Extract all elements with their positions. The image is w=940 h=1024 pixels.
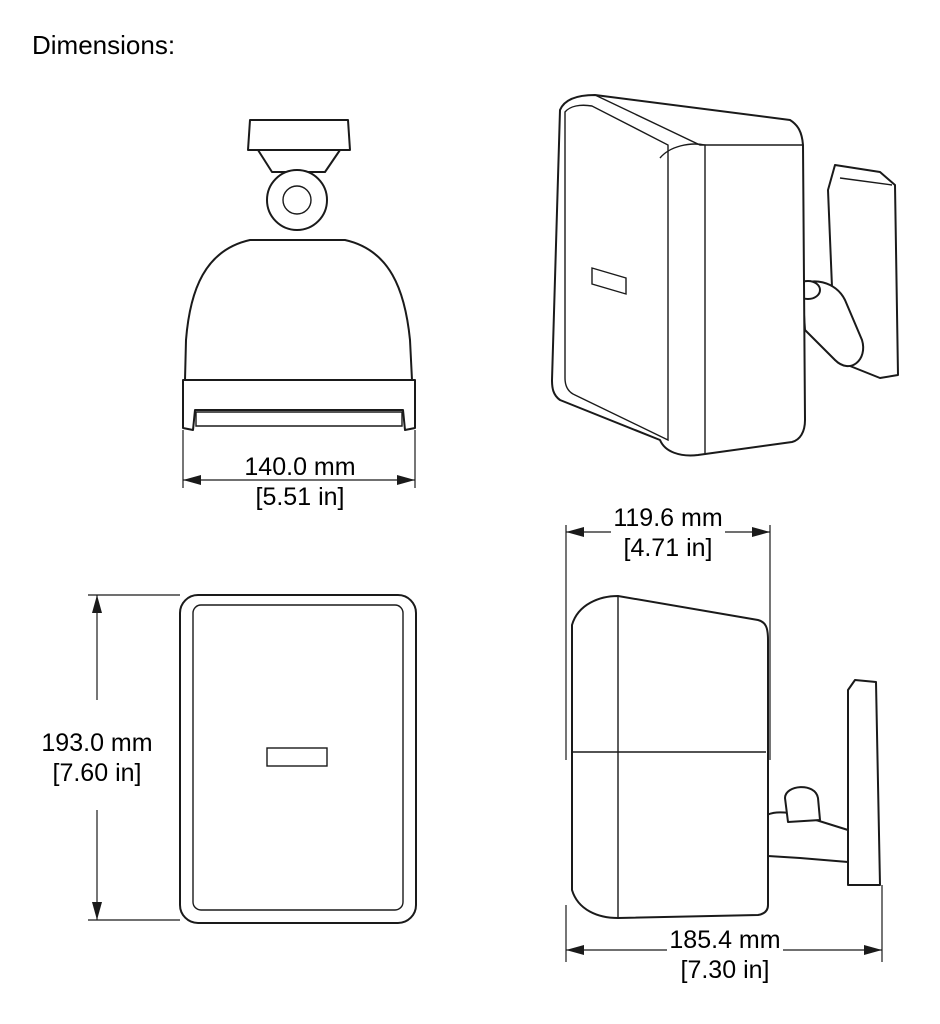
height-dimension <box>88 594 180 921</box>
iso-speaker-body <box>551 94 806 457</box>
front-width-label: 140.0 mm [5.51 in] <box>200 452 400 512</box>
isometric-view <box>551 94 899 457</box>
pivot-joint <box>266 169 328 231</box>
front-logo-badge <box>266 747 328 767</box>
side-arm-knob <box>784 786 821 823</box>
side-view <box>571 595 881 919</box>
front-width-dimension <box>182 430 416 488</box>
height-in: [7.60 in] <box>52 759 142 787</box>
bracket-neck <box>257 149 341 173</box>
page-title: Dimensions: <box>32 30 176 60</box>
side-speaker-body <box>571 595 769 919</box>
total-depth-in: [7.30 in] <box>680 956 770 984</box>
speaker-front-slot <box>195 411 403 427</box>
height-mm: 193.0 mm <box>41 729 153 757</box>
bracket-mount-plate <box>247 119 351 151</box>
height-label: 193.0 mm [7.60 in] <box>22 728 172 788</box>
total-depth-mm: 185.4 mm <box>667 925 783 955</box>
pivot-bolt <box>282 185 312 215</box>
iso-logo-badge <box>591 267 627 295</box>
speaker-front-lip <box>182 379 416 431</box>
iso-bracket-arm <box>801 280 865 367</box>
speaker-top-body <box>184 239 413 381</box>
total-depth-label: 185.4 mm [7.30 in] <box>625 925 825 985</box>
front-width-in: [5.51 in] <box>255 483 345 511</box>
front-view <box>179 594 417 924</box>
top-view <box>182 119 416 431</box>
iso-speaker-front-panel <box>564 104 669 442</box>
side-depth-label: 119.6 mm [4.71 in] <box>568 503 768 563</box>
side-wall-bracket <box>847 679 881 886</box>
side-depth-in: [4.71 in] <box>623 534 713 562</box>
side-depth-mm: 119.6 mm <box>611 503 725 533</box>
front-speaker-body <box>179 594 417 924</box>
front-width-mm: 140.0 mm <box>244 453 356 481</box>
front-grille <box>192 604 404 911</box>
